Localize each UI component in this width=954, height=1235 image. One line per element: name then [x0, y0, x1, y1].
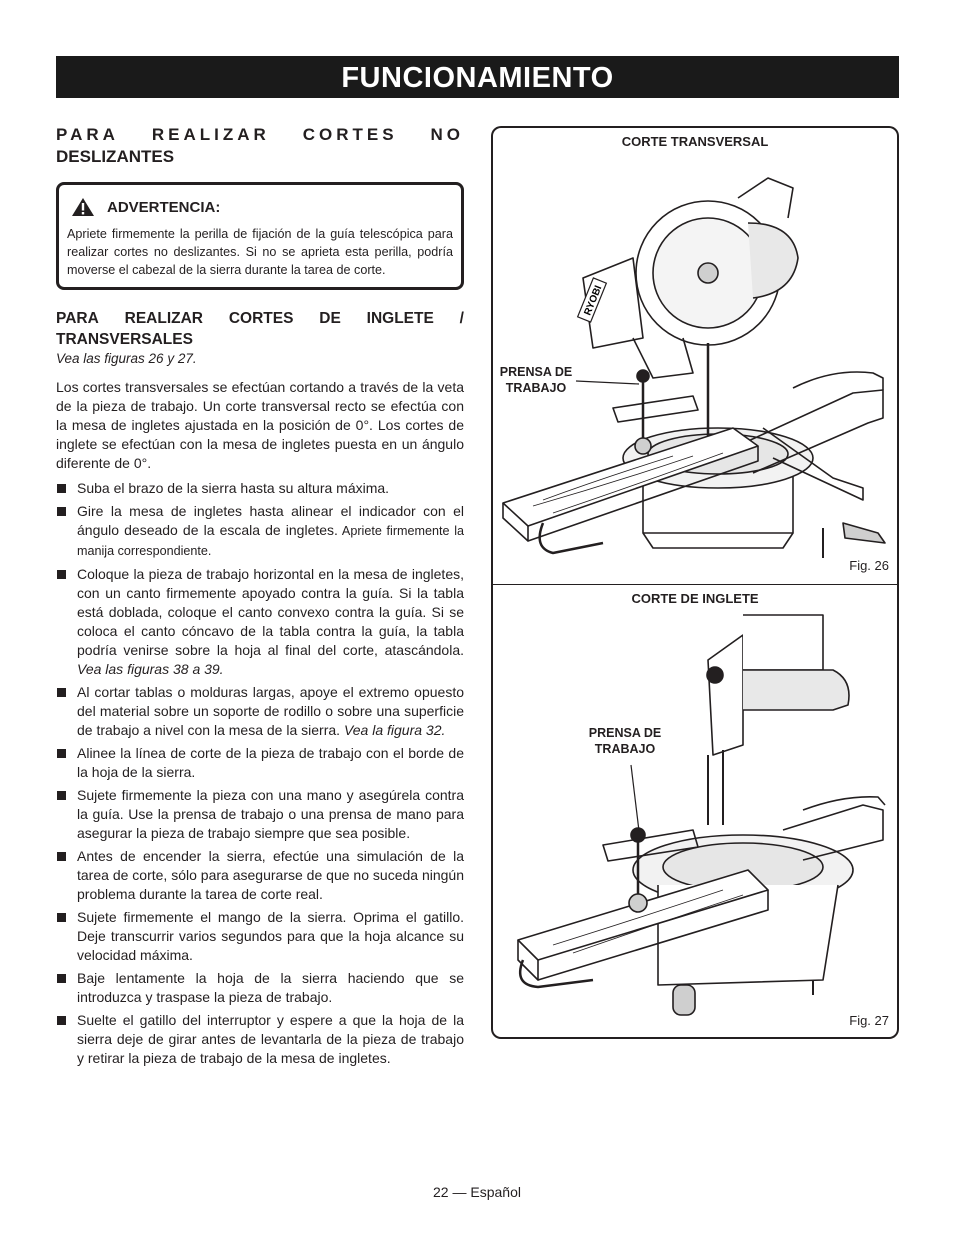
section-title-line1: PARA REALIZAR CORTES NO	[56, 124, 464, 146]
section-title-word: PARA	[56, 125, 119, 144]
warning-text: Apriete firmemente la perilla de fijació…	[67, 227, 453, 277]
section-title-word: REALIZAR	[151, 125, 270, 144]
figure-27-callout: PRENSA DE TRABAJO	[588, 726, 662, 756]
subsection-title-word: PARA	[56, 310, 99, 327]
page-footer: 22 — Español	[433, 1184, 521, 1200]
list-item: Alinee la línea de corte de la pieza de …	[56, 744, 464, 782]
subsection-title-line1: PARA REALIZAR CORTES DE INGLETE /	[56, 308, 464, 329]
subsection-title-line2: TRANSVERSALES	[56, 331, 193, 348]
figure-26-label: Fig. 26	[849, 558, 889, 573]
figure-26-panel: RYOBI CORTE TRANSVERSAL PRENSA DE TRABAJ…	[491, 126, 899, 585]
subsection-title-word: DE	[319, 310, 341, 327]
figure-27-panel: CORTE DE INGLETE PRENSA DE TRABAJO Fig. …	[491, 584, 899, 1039]
subsection-title-word: CORTES	[228, 310, 294, 327]
warning-header: ADVERTENCIA:	[71, 197, 453, 217]
miter-saw-crosscut-illustration: RYOBI	[502, 177, 886, 558]
left-column: PARA REALIZAR CORTES NO DESLIZANTES ADVE…	[56, 124, 464, 1072]
list-item: Suelte el gatillo del interruptor y espe…	[56, 1011, 464, 1068]
list-item: Coloque la pieza de trabajo horizontal e…	[56, 565, 464, 679]
list-item: Suba el brazo de la sierra hasta su altu…	[56, 479, 464, 498]
page-title: FUNCIONAMIENTO	[341, 62, 614, 94]
section-title: PARA REALIZAR CORTES NO DESLIZANTES	[56, 124, 464, 168]
section-title-word: CORTES	[302, 125, 398, 144]
figure-27-label: Fig. 27	[849, 1013, 889, 1028]
section-title-line2: DESLIZANTES	[56, 147, 175, 166]
warning-box: ADVERTENCIA: Apriete firmemente la peril…	[56, 182, 464, 290]
subsection-title-word: INGLETE	[366, 310, 434, 327]
miter-saw-miter-cut-illustration	[517, 614, 886, 1016]
list-item: Baje lentamente la hoja de la sierra hac…	[56, 969, 464, 1007]
intro-paragraph: Los cortes transversales se efectúan cor…	[56, 379, 464, 471]
list-item: Sujete firmemente la pieza con una mano …	[56, 786, 464, 843]
steps-list: Suba el brazo de la sierra hasta su altu…	[56, 479, 464, 1068]
warning-label: ADVERTENCIA:	[107, 198, 221, 216]
subsection-title-word: REALIZAR	[124, 310, 203, 327]
figure-27-title: CORTE DE INGLETE	[631, 591, 759, 606]
see-figures-note: Vea las figuras 26 y 27.	[56, 351, 197, 366]
section-title-word: NO	[430, 125, 464, 144]
list-item: Gire la mesa de ingletes hasta alinear e…	[56, 502, 464, 561]
subsection-title-word: /	[459, 310, 464, 327]
subsection-title: PARA REALIZAR CORTES DE INGLETE / TRANSV…	[56, 308, 464, 350]
warning-triangle-icon	[72, 198, 94, 216]
list-item: Sujete firmemente el mango de la sierra.…	[56, 908, 464, 965]
page-title-banner: FUNCIONAMIENTO	[56, 56, 899, 98]
figure-26-title: CORTE TRANSVERSAL	[621, 134, 769, 149]
list-item: Antes de encender la sierra, efectúe una…	[56, 847, 464, 904]
figure-26-callout: PRENSA DE TRABAJO	[499, 365, 573, 395]
list-item: Al cortar tablas o molduras largas, apoy…	[56, 683, 464, 740]
